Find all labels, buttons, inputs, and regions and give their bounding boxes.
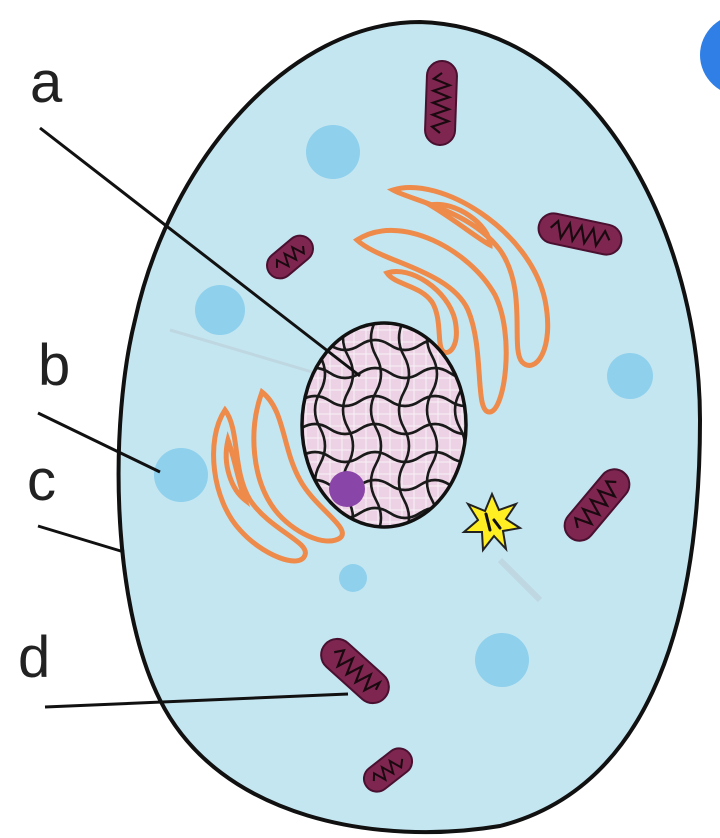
vacuole [306, 125, 360, 179]
smudge-mark [497, 557, 543, 603]
vacuole [154, 448, 208, 502]
nucleus [300, 321, 468, 529]
leader-line-a [39, 126, 361, 378]
golgi-apparatus-lower [211, 387, 345, 564]
label-b: b [38, 333, 70, 398]
label-a: a [30, 50, 63, 115]
vacuole [475, 633, 529, 687]
mitochondrion [320, 637, 390, 705]
corner-blob [700, 20, 720, 90]
label-c: c [27, 448, 56, 513]
leader-line-d [44, 692, 349, 709]
nucleolus [329, 471, 365, 507]
leader-line-b [37, 411, 161, 474]
golgi-apparatus-upper [352, 185, 551, 415]
vacuole [607, 353, 653, 399]
centrosome-star-icon [461, 491, 523, 553]
mitochondrion [424, 60, 458, 146]
label-d: d [18, 625, 50, 690]
mitochondrion [266, 234, 314, 280]
vacuole [339, 564, 367, 592]
leader-line-c [37, 524, 125, 554]
mitochondrion [563, 468, 631, 542]
vacuole [195, 285, 245, 335]
mitochondrion [537, 212, 623, 256]
mitochondrion [362, 747, 414, 793]
